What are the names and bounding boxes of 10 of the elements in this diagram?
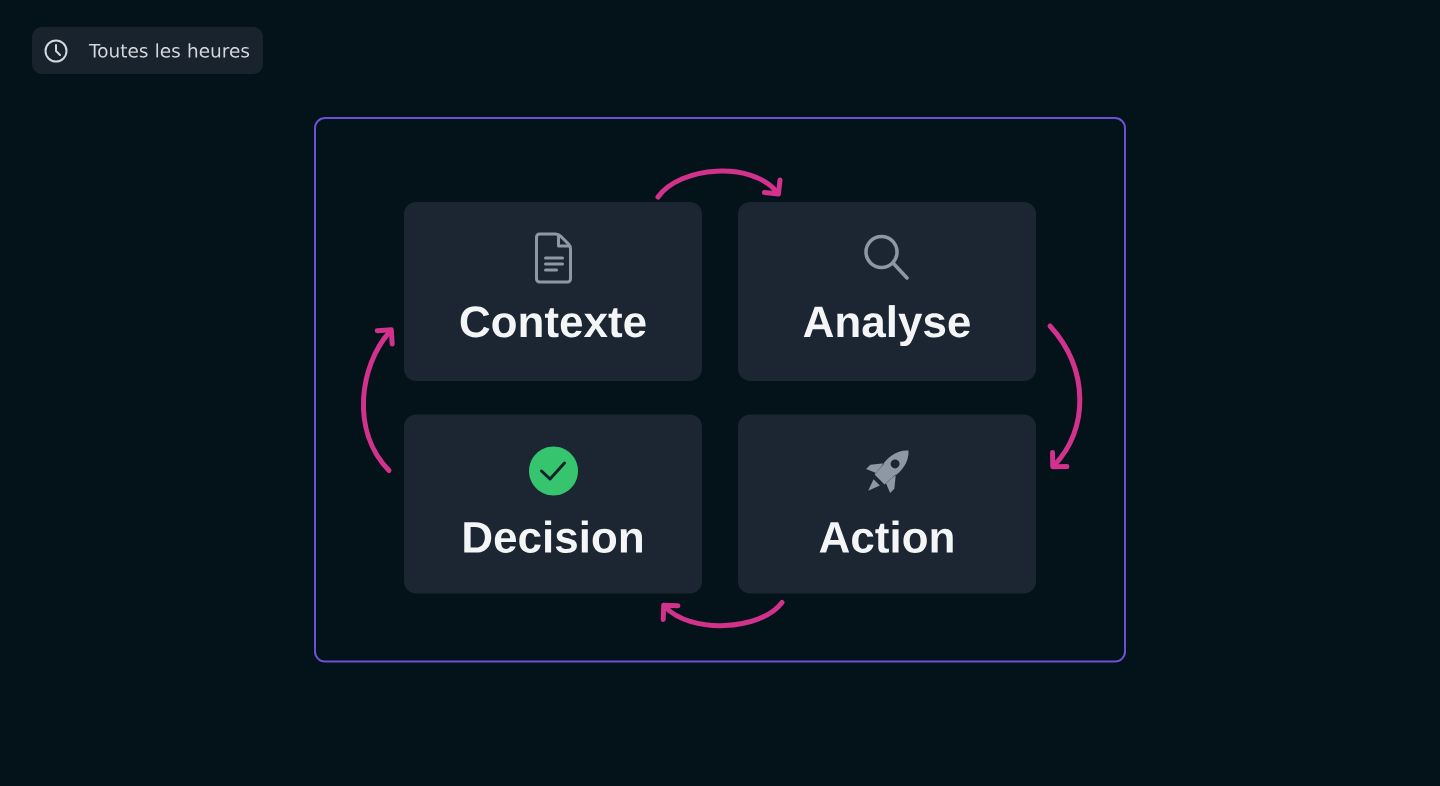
curved-arrow: [361, 327, 395, 473]
step-card: Contexte: [404, 202, 702, 381]
step-card: Decision: [404, 414, 702, 594]
curved-arrow: [660, 600, 785, 629]
curved-arrow: [655, 168, 783, 200]
step-card: Analyse: [738, 202, 1036, 381]
step-card: Action: [738, 414, 1036, 594]
badge: Toutes les heures: [32, 27, 263, 74]
frame: [314, 117, 1126, 663]
curved-arrow: [1047, 323, 1083, 470]
